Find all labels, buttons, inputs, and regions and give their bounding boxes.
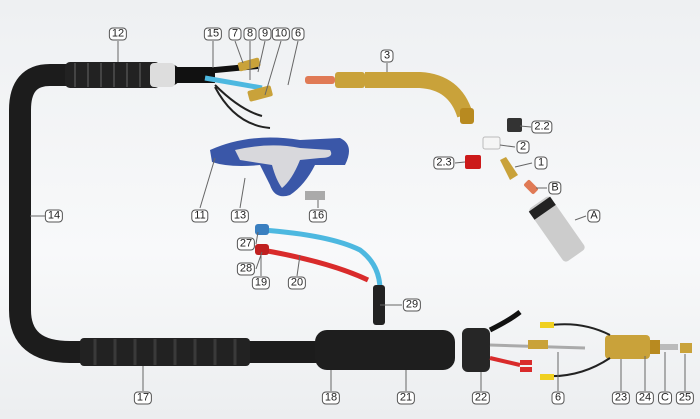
connector-body [315,330,455,370]
cable-hose [9,64,341,363]
connector-nut [462,328,490,372]
part-label: 14 [44,209,64,223]
hose-sleeve-top [65,62,215,88]
part-label: 20 [287,276,307,290]
part-label: 23 [611,391,631,405]
part-2-3 [465,155,481,169]
part-B-tip [524,180,538,194]
part-label: 1 [534,156,548,170]
part-label: 6 [291,27,305,41]
part-label: 2.3 [433,156,455,170]
part-label: 11 [191,209,209,223]
part-label: 27 [236,237,256,251]
part-label: 24 [635,391,655,405]
part-A-nozzle [528,196,585,262]
part-label: 9 [258,27,272,41]
part-16-clip [305,191,325,200]
leader-lines [30,40,686,391]
hose-red [261,247,370,283]
part-label: 15 [203,27,223,41]
rear-sleeve [80,338,250,366]
part-label: 22 [471,391,491,405]
part-label: 17 [133,391,153,405]
part-label: B [548,181,562,195]
part-label: 25 [675,391,695,405]
rear-connector-parts [488,310,692,380]
handle [210,137,349,197]
part-label: 28 [236,262,256,276]
part-label: 7 [228,27,242,41]
part-label: 18 [321,391,341,405]
part-label: 8 [243,27,257,41]
part-2-2 [507,118,522,132]
part-label: 3 [380,49,394,63]
part-label: 2.2 [531,120,553,134]
part-28 [255,244,269,255]
part-label: 21 [396,391,416,405]
part-label: 16 [308,209,328,223]
part-1-diffuser [500,157,518,180]
part-label: 19 [251,276,271,290]
part-label: C [658,391,672,405]
part-29 [373,285,385,325]
torch-neck-connectors [204,57,273,129]
part-27 [255,224,269,235]
part-label: 13 [230,209,250,223]
part-2 [482,136,501,150]
part-label: 10 [271,27,291,41]
part-label: A [587,209,601,223]
part-label: 12 [108,27,128,41]
gooseneck [305,72,474,124]
hose-blue [261,227,383,291]
part-label: 6 [551,391,565,405]
part-label: 29 [402,298,422,312]
part-label: 2 [516,140,530,154]
